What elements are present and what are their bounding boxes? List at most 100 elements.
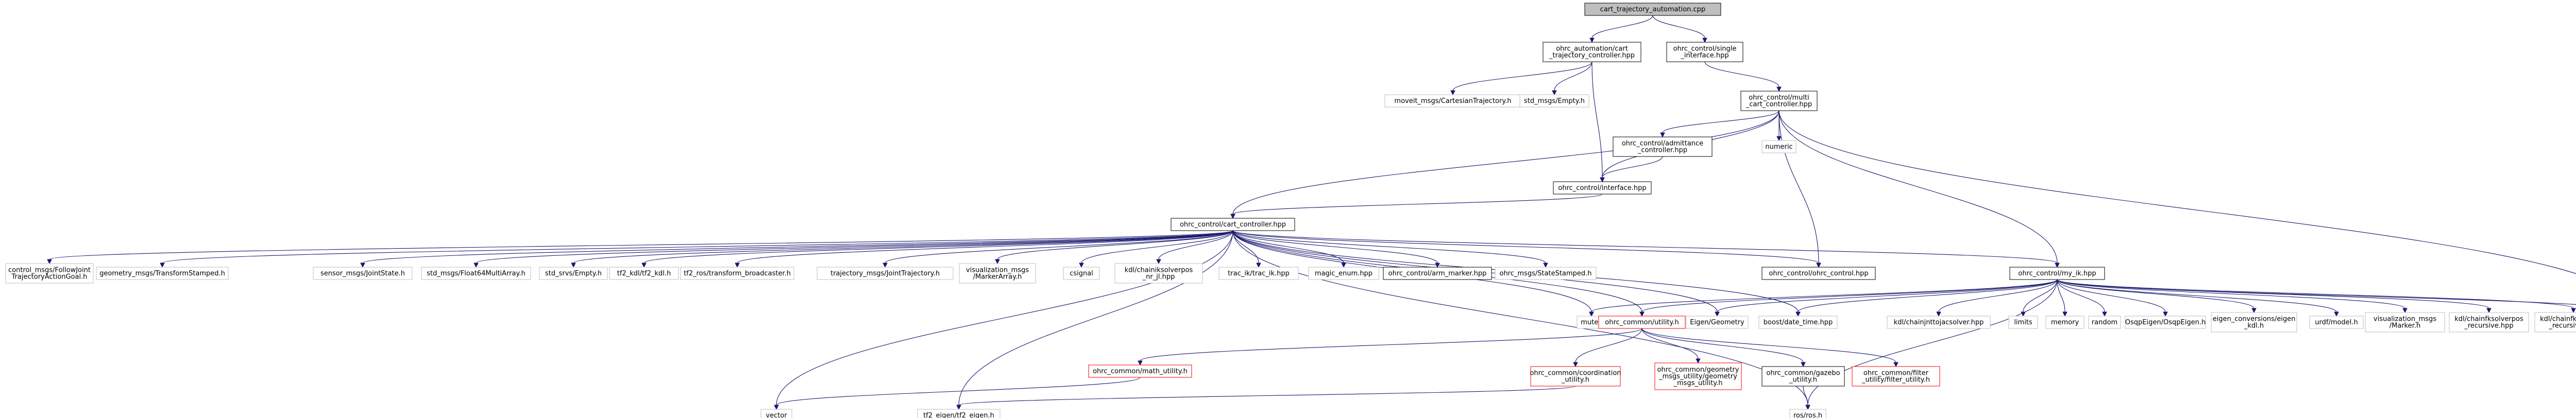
node-box	[421, 267, 531, 280]
graph-node-n34[interactable]: ohrc_common/math_utility.h	[1088, 364, 1192, 378]
edge-line	[1717, 279, 2058, 312]
edge-line	[1938, 279, 2058, 312]
edge-n9-to-n14	[571, 230, 1233, 268]
edge-line	[573, 230, 1233, 264]
graph-node-n35[interactable]: ohrc_common/coordination_utility.h	[1530, 366, 1621, 387]
node-label: _interface.hpp	[1680, 52, 1728, 60]
graph-node-n10: control_msgs/FollowJointTrajectoryAction…	[5, 263, 94, 284]
edge-arrowhead	[1795, 311, 1801, 317]
graph-node-n26[interactable]: ohrc_control/my_ik.hpp	[2009, 267, 2105, 280]
node-box	[1384, 94, 1521, 108]
edge-arrowhead	[2571, 308, 2576, 314]
graph-node-n1[interactable]: ohrc_automation/cart_trajectory_controll…	[1543, 42, 1641, 62]
graph-node-n37[interactable]: ohrc_common/gazebo_utility.h	[1761, 366, 1845, 387]
edge-line	[1232, 230, 2058, 264]
node-label: ohrc_common/utility.h	[1605, 319, 1679, 326]
node-label: eigen_conversions/eigen	[2213, 316, 2296, 323]
graph-node-n17: trajectory_msgs/JointTrajectory.h	[817, 267, 954, 280]
node-box	[1761, 267, 1876, 280]
edge-arrowhead	[160, 263, 165, 268]
node-box	[680, 267, 794, 280]
graph-node-n30[interactable]: ohrc_common/utility.h	[1598, 316, 1686, 329]
node-label: kdl/chainfksolverpos	[2454, 316, 2523, 323]
node-label: ohrc_control/single	[1673, 45, 1737, 53]
node-box	[817, 267, 954, 280]
edge-n37-to-n33	[1803, 386, 1810, 410]
node-label: boost/date_time.hpp	[1764, 319, 1833, 326]
edge-line	[1641, 279, 2058, 312]
node-label: ohrc_control/admittance	[1622, 140, 1703, 148]
node-label: _cart_controller.hpp	[1745, 101, 1812, 109]
graph-node-n22: magic_enum.hpp	[1308, 267, 1379, 280]
edge-line	[1232, 110, 1780, 215]
edge-arrowhead	[1156, 259, 1161, 265]
edge-arrowhead	[1801, 362, 1806, 368]
edge-arrowhead	[1936, 311, 1941, 317]
node-label: ohrc_control/ohrc_control.hpp	[1769, 270, 1868, 277]
node-box	[1088, 364, 1192, 378]
node-box	[1740, 91, 1818, 111]
edge-n30-to-n38	[1641, 328, 1899, 368]
node-layer: cart_trajectory_automation.cpp ohrc_autom…	[5, 3, 2576, 418]
graph-node-n18: visualization_msgs/MarkerArray.h	[959, 263, 1036, 284]
node-label: memory	[2051, 319, 2079, 326]
graph-node-n0[interactable]: cart_trajectory_automation.cpp	[1584, 3, 1721, 16]
graph-node-n2[interactable]: ohrc_control/single_interface.hpp	[1666, 42, 1743, 62]
node-box	[2309, 316, 2364, 329]
edge-line	[643, 230, 1233, 264]
graph-node-n25[interactable]: ohrc_control/ohrc_control.hpp	[1761, 267, 1876, 280]
edge-line	[2057, 279, 2574, 309]
edge-line	[958, 386, 1576, 406]
edge-line	[2057, 279, 2255, 309]
edge-n26-to-n33	[1805, 279, 2058, 410]
graph-node-n23[interactable]: ohrc_control/arm_marker.hpp	[1383, 267, 1492, 280]
node-box	[760, 409, 792, 418]
node-box	[917, 409, 1001, 418]
graph-node-n38[interactable]: ohrc_common/filter_utility/filter_utilit…	[1852, 366, 1940, 387]
edge-arrowhead	[995, 259, 1000, 265]
edge-arrowhead	[1715, 311, 1720, 317]
edge-arrowhead	[1600, 177, 1605, 183]
edge-arrowhead	[2402, 308, 2408, 314]
node-box	[313, 267, 413, 280]
node-label: _utility.h	[1561, 376, 1589, 384]
node-box	[1063, 267, 1100, 280]
node-label: csignal	[1070, 270, 1093, 277]
node-label: control_msgs/FollowJoint	[8, 267, 91, 274]
edge-n35-to-n28	[956, 386, 1576, 410]
edge-n26-to-n49	[2057, 279, 2576, 305]
edge-n26-to-n40	[2021, 279, 2058, 317]
edge-n9-to-n15	[641, 230, 1233, 268]
node-label: _trajectory_controller.hpp	[1549, 52, 1635, 60]
node-label: sensor_msgs/JointState.h	[320, 270, 405, 277]
edge-n9-to-n21	[1232, 230, 1261, 268]
node-label: std_msgs/Float64MultiArray.h	[427, 270, 525, 277]
edge-n9-to-n13	[473, 230, 1233, 268]
edge-n26-to-n41	[2057, 279, 2067, 317]
graph-node-n5[interactable]: ohrc_control/multi_cart_controller.hpp	[1740, 91, 1818, 111]
graph-node-n36[interactable]: ohrc_common/geometry_msgs_utility/geomet…	[1654, 362, 1742, 390]
edge-n26-to-n45	[2057, 279, 2339, 317]
graph-node-n6[interactable]: ohrc_control/admittance_controller.hpp	[1613, 136, 1713, 157]
edge-line	[1140, 328, 1642, 361]
edge-n5-to-n6	[1660, 110, 1780, 138]
node-label: std_srvs/Empty.h	[545, 270, 602, 277]
node-label: tf2_eigen/tf2_eigen.h	[923, 412, 994, 418]
edge-n9-to-n28	[956, 230, 1233, 410]
edge-arrowhead	[735, 263, 740, 268]
edge-arrowhead	[1589, 38, 1595, 43]
graph-node-n11: geometry_msgs/TransformStamped.h	[96, 267, 229, 280]
edge-n9-to-n12	[360, 230, 1233, 268]
node-label: ohrc_control/multi	[1749, 94, 1809, 102]
node-box	[1789, 409, 1826, 418]
graph-node-n21: trac_ik/trac_ik.hpp	[1218, 267, 1299, 280]
edge-arrowhead	[2102, 311, 2107, 317]
edge-arrowhead	[1702, 38, 1707, 43]
node-label: trac_ik/trac_ik.hpp	[1228, 270, 1290, 277]
graph-node-n8[interactable]: ohrc_control/interface.hpp	[1553, 181, 1652, 195]
edge-arrowhead	[1450, 90, 1455, 96]
node-box	[1553, 181, 1652, 195]
edge-n6-to-n8	[1600, 156, 1663, 183]
edge-n9-to-n19	[1079, 230, 1233, 268]
graph-node-n9[interactable]: ohrc_control/cart_controller.hpp	[1171, 218, 1295, 231]
